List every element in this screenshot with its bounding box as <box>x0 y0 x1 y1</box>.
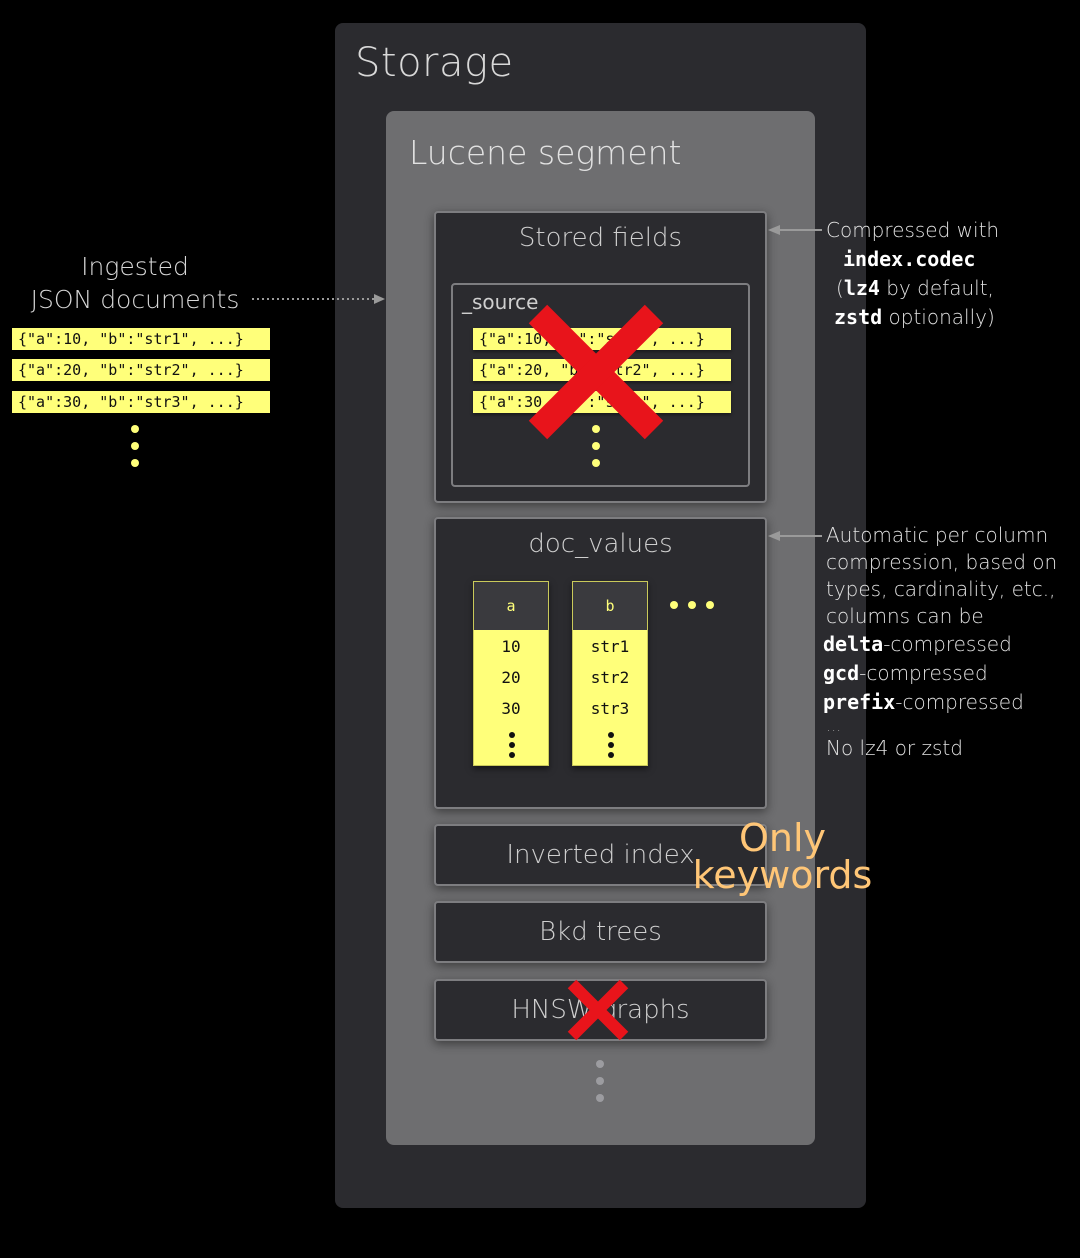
column-more-dot <box>608 732 614 738</box>
docvalues-compression-note: Automatic per column compression, based … <box>823 522 1080 762</box>
column-cell: str1 <box>590 637 630 656</box>
note-ellipsis: ... <box>826 716 842 735</box>
only-keywords-line1: Only <box>738 816 827 860</box>
ingested-doc: {"a":20, "b":"str2", ...} <box>12 359 270 381</box>
source-label: _source <box>460 290 541 314</box>
column-more-dot <box>509 752 515 758</box>
column-cell: 10 <box>501 637 521 656</box>
note-line: compression, based on <box>826 550 1058 574</box>
cross-icon <box>528 304 664 440</box>
cross-icon <box>567 979 629 1041</box>
stored-annotation-arrow <box>768 225 822 235</box>
column-header: a <box>474 582 548 630</box>
ingested-more-dot <box>131 425 139 433</box>
column-cell: str2 <box>590 668 630 687</box>
note-text: -compressed <box>883 632 1012 656</box>
note-line: columns can be <box>826 604 984 628</box>
note-line: types, cardinality, etc., <box>826 577 1056 601</box>
note-text: optionally) <box>882 305 995 329</box>
inverted-index-panel: Inverted index <box>434 824 767 886</box>
column-a: a 10 20 30 <box>473 581 549 766</box>
docvalues-annotation-arrow <box>768 531 822 541</box>
source-more-dot <box>592 425 600 433</box>
column-more-dot <box>509 742 515 748</box>
note-code: gcd <box>823 661 860 685</box>
more-columns-dot <box>670 601 678 609</box>
bkd-trees-panel: Bkd trees <box>434 901 767 963</box>
note-text: by default, <box>879 276 994 300</box>
note-text: -compressed <box>895 690 1024 714</box>
column-header: b <box>573 582 647 630</box>
more-structures-dot <box>596 1060 604 1068</box>
note-code: prefix <box>823 690 896 714</box>
note-code: index.codec <box>843 247 976 271</box>
storage-title: Storage <box>355 40 514 86</box>
column-more-dot <box>608 742 614 748</box>
ingested-doc: {"a":30, "b":"str3", ...} <box>12 391 270 413</box>
column-cell: 20 <box>501 668 521 687</box>
more-structures-dot <box>596 1094 604 1102</box>
bkd-trees-title: Bkd trees <box>539 917 662 947</box>
ingested-label-line1: Ingested <box>81 252 189 281</box>
ingest-arrow <box>252 294 385 304</box>
segment-title: Lucene segment <box>409 133 682 172</box>
column-more-dot <box>608 752 614 758</box>
note-code: lz4 <box>843 276 880 300</box>
ingested-label: Ingested JSON documents <box>10 250 260 316</box>
only-keywords-label: Only keywords <box>690 816 875 897</box>
ingested-more-dot <box>131 459 139 467</box>
doc-values-title: doc_values <box>528 529 673 559</box>
note-line: No lz4 or zstd <box>826 736 963 760</box>
more-structures-dot <box>596 1077 604 1085</box>
stored-fields-title: Stored fields <box>518 223 683 253</box>
more-columns-dot <box>688 601 696 609</box>
note-line: Compressed with <box>826 218 1000 242</box>
note-line: Automatic per column <box>826 523 1049 547</box>
more-columns-dot <box>706 601 714 609</box>
note-code: zstd <box>834 305 883 329</box>
source-more-dot <box>592 459 600 467</box>
note-text: -compressed <box>859 661 988 685</box>
source-more-dot <box>592 442 600 450</box>
stored-compression-note: Compressed with index.codec (lz4 by defa… <box>826 216 1076 332</box>
column-cell: 30 <box>501 699 521 718</box>
ingested-more-dot <box>131 442 139 450</box>
inverted-index-title: Inverted index <box>506 840 695 870</box>
ingested-label-line2: JSON documents <box>30 285 240 314</box>
column-b: b str1 str2 str3 <box>572 581 648 766</box>
only-keywords-line2: keywords <box>692 853 873 897</box>
ingested-doc: {"a":10, "b":"str1", ...} <box>12 328 270 350</box>
column-cell: str3 <box>590 699 630 718</box>
note-code: delta <box>823 632 884 656</box>
note-text: ( <box>836 276 844 300</box>
column-more-dot <box>509 732 515 738</box>
